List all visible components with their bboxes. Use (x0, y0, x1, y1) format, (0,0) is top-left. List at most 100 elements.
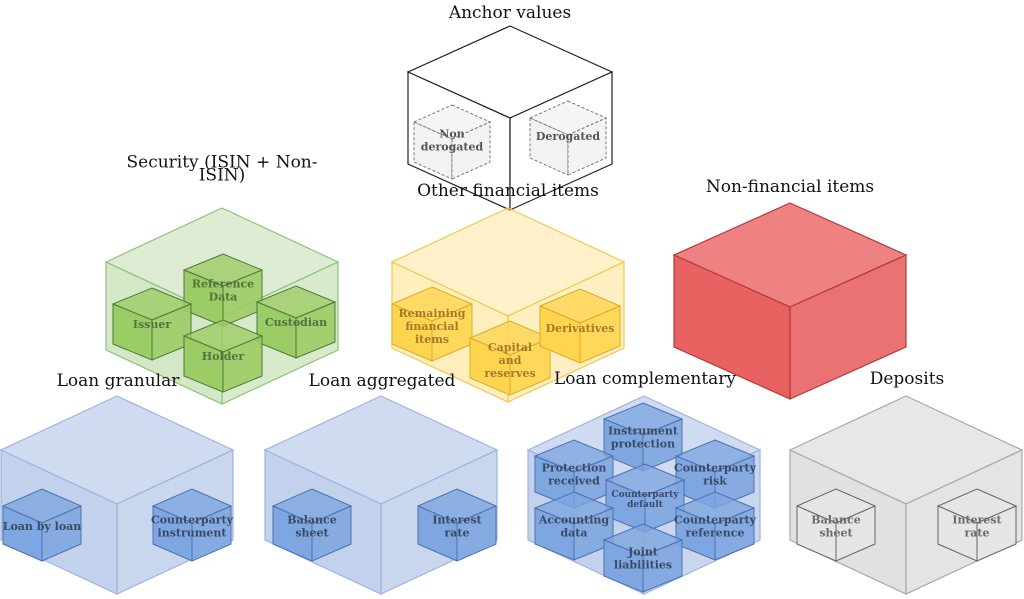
other-sub-cube-2-right-face (579, 305, 621, 364)
anchor-values-title: Anchor values (448, 3, 571, 23)
security-title: Security (ISIN + Non-ISIN) (126, 153, 317, 186)
loan-complementary-sub-label-3-line: default (627, 500, 664, 510)
loan-granular-sub-label-1-line: Counterparty (151, 514, 234, 527)
deposits-title: Deposits (870, 369, 945, 389)
loan-complementary-title: Loan complementary (554, 369, 736, 389)
anchor-sub-cube-1 (528, 100, 608, 176)
deposits-sub-cube-1-right-face (976, 505, 1017, 562)
security-sub-cube-3 (182, 319, 264, 393)
loan-aggregated-sub-cube-0 (271, 488, 353, 562)
diagram-shapes (0, 25, 1024, 595)
other-sub-label-1-line: and (499, 354, 522, 367)
security-sub-label-3: Holder (202, 350, 245, 363)
loan-complementary-sub-label-4-line: data (560, 527, 587, 540)
loan-complementary-sub-label-6-line: liabilities (614, 559, 672, 572)
deposits-sub-cube-1 (936, 488, 1018, 562)
loan-complementary-sub-cube-5-right-face (714, 507, 755, 561)
other-sub-label-0-line: financial (405, 320, 458, 333)
security-title-line: Security (ISIN + Non- (126, 153, 317, 173)
other-sub-label-1-line: reserves (484, 367, 535, 380)
loan-complementary-sub-cube-6-right-face (642, 539, 683, 593)
loan-complementary-sub-label-5-line: Counterparty (674, 514, 757, 527)
security-sub-label-2: Custodian (265, 316, 327, 329)
other-sub-label-1-line: Capital (488, 341, 532, 354)
deposits-sub-label-1-line: rate (964, 527, 989, 540)
security-title-line: ISIN) (199, 166, 246, 186)
deposits-sub-label-0-line: sheet (819, 527, 853, 540)
loan-granular-sub-cube-0 (1, 488, 83, 562)
loan-complementary-sub-label-4-line: Accounting (538, 514, 610, 527)
loan-aggregated-sub-label-0-line: Balance (287, 514, 336, 527)
other-sub-cube-1-right-face (509, 337, 551, 396)
loan-complementary-sub-label-3-line: Counterparty (611, 490, 679, 500)
loan-complementary-sub-cube-5 (674, 491, 756, 561)
loan-granular-sub-cube-1 (151, 488, 233, 562)
anchor-sub-cube-0-right-face (451, 121, 491, 180)
loan-granular-sub-label-0: Loan by loan (3, 520, 82, 533)
security-sub-cube-2-right-face (295, 301, 336, 359)
deposits-sub-label-0-line: Balance (811, 514, 860, 527)
non-financial-cube (672, 202, 908, 400)
other-sub-label-0-line: Remaining (399, 307, 466, 320)
loan-complementary-sub-cube-6 (602, 523, 684, 593)
other-sub-cube-0 (390, 286, 474, 362)
security-sub-cube-3-right-face (222, 335, 263, 393)
other-sub-cube-2 (538, 288, 622, 364)
loan-aggregated-sub-cube-1-right-face (456, 505, 497, 562)
security-sub-cube-2 (255, 285, 337, 359)
loan-granular-sub-cube-0-right-face (41, 505, 82, 562)
other-sub-label-0-line: items (415, 333, 449, 346)
loan-complementary-sub-label-2-line: Counterparty (674, 462, 757, 475)
other-financial-title: Other financial items (417, 181, 599, 201)
loan-complementary-sub-label-1-line: Protection (542, 462, 607, 475)
loan-complementary-sub-cube-4 (533, 491, 615, 561)
loan-complementary-sub-cube-0 (602, 402, 684, 472)
deposits-sub-label-1-line: Interest (952, 514, 1002, 527)
loan-aggregated-sub-cube-1 (416, 488, 498, 562)
loan-granular-title: Loan granular (57, 371, 181, 391)
loan-aggregated-sub-label-0-line: sheet (295, 527, 329, 540)
loan-aggregated-sub-label-1-line: rate (444, 527, 469, 540)
loan-complementary-sub-label-2-line: risk (703, 475, 727, 488)
loan-complementary-sub-label-6-line: Joint (627, 546, 659, 559)
loan-aggregated-sub-label-1-line: Interest (432, 514, 482, 527)
loan-aggregated-title: Loan aggregated (309, 371, 456, 391)
non-financial-cube-right-face (789, 254, 907, 400)
non-financial-title: Non-financial items (706, 177, 874, 197)
security-sub-cube-0 (182, 253, 264, 327)
loan-complementary-sub-label-1-line: received (548, 475, 600, 488)
security-sub-label-0-line: Reference (192, 278, 254, 291)
anchor-sub-cube-0 (412, 104, 492, 180)
loan-aggregated-sub-cube-0-right-face (311, 505, 352, 562)
deposits-sub-cube-0-right-face (835, 505, 876, 562)
loan-granular-sub-label-1-line: instrument (158, 527, 228, 540)
anchor-sub-label-0-line: derogated (421, 141, 484, 154)
loan-granular-sub-cube-1-right-face (191, 505, 232, 562)
security-sub-label-0-line: Data (209, 291, 238, 304)
deposits-sub-cube-0 (795, 488, 877, 562)
anchor-sub-label-0-line: Non (439, 128, 464, 141)
anchor-sub-cube-1-right-face (567, 117, 607, 176)
other-sub-cube-1 (468, 320, 552, 396)
loan-complementary-sub-label-0-line: protection (611, 438, 675, 451)
loan-complementary-sub-cube-1 (533, 439, 615, 509)
loan-complementary-sub-label-5-line: reference (685, 527, 744, 540)
